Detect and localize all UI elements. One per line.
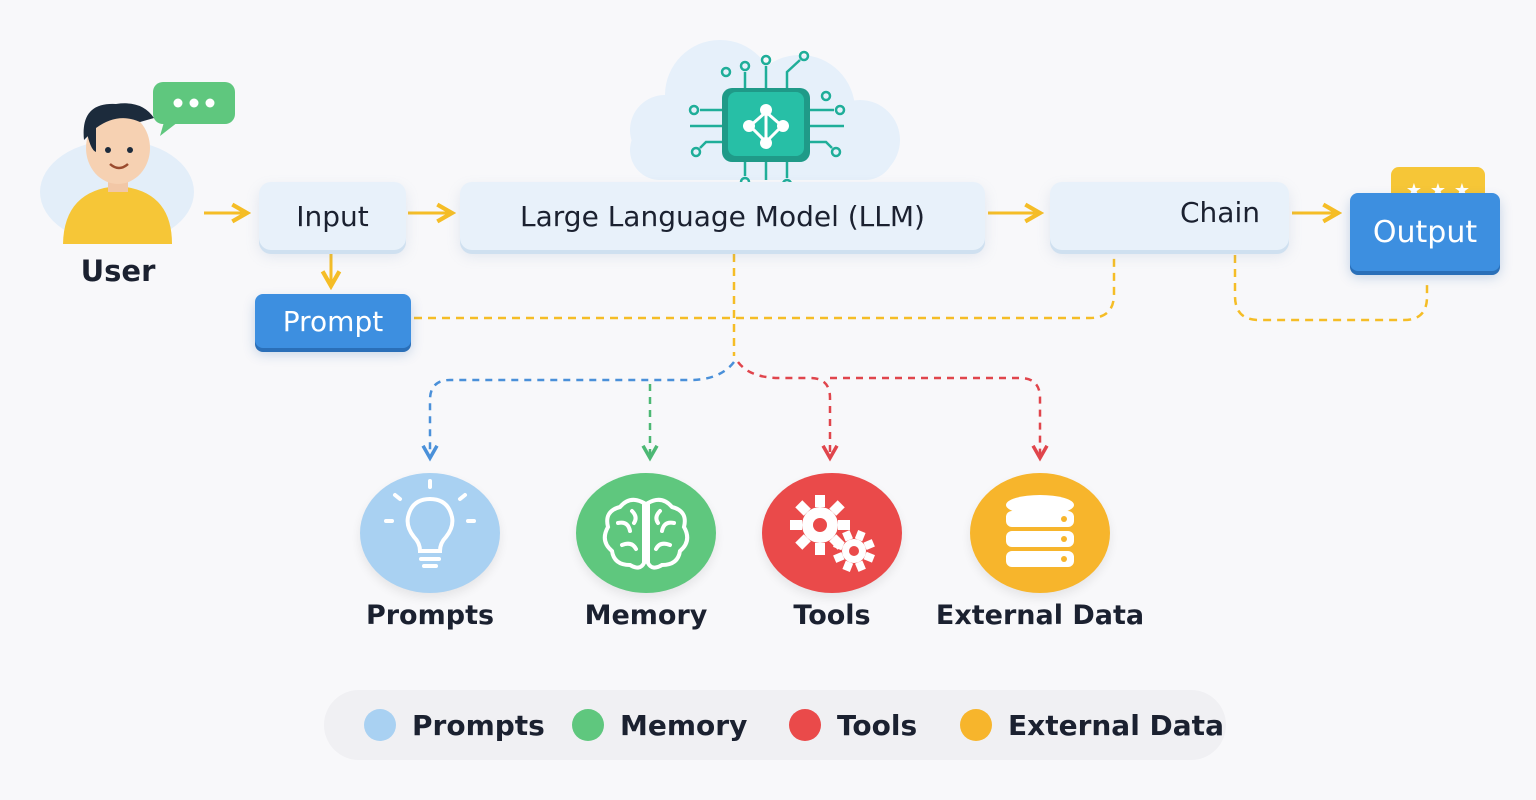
dashed-chain-output <box>1233 255 1429 322</box>
legend: Prompts Memory Tools External Data <box>324 690 1226 760</box>
component-label: Memory <box>584 600 708 631</box>
legend-label: External Data <box>1008 708 1224 742</box>
chain-node: Chain <box>1050 182 1289 250</box>
legend-label: Memory <box>620 708 748 742</box>
user-avatar <box>40 103 194 244</box>
legend-color-dot <box>364 709 396 741</box>
brain-icon <box>602 497 690 570</box>
component-tools <box>762 473 902 593</box>
component-label: External Data <box>935 600 1145 631</box>
prompt-node: Prompt <box>255 294 411 348</box>
legend-item: Tools <box>789 709 917 742</box>
dashed-prompt-chain <box>414 252 1116 320</box>
lightbulb-icon <box>384 479 476 568</box>
legend-label: Prompts <box>412 708 545 742</box>
component-label: Tools <box>793 600 871 631</box>
speech-bubble-icon <box>153 82 235 136</box>
database-icon <box>1006 495 1074 567</box>
chain-label: Chain <box>1180 196 1260 229</box>
legend-item: Prompts <box>364 709 545 742</box>
legend-color-dot <box>960 709 992 741</box>
output-node: Output <box>1350 193 1500 271</box>
component-prompts <box>360 473 500 593</box>
legend-color-dot <box>572 709 604 741</box>
legend-item: Memory <box>572 709 747 742</box>
ai-chip-icon <box>688 50 846 190</box>
component-label: Prompts <box>365 600 495 631</box>
legend-item: External Data <box>960 709 1224 742</box>
gears-icon <box>790 495 875 572</box>
input-node: Input <box>259 182 406 250</box>
legend-color-dot <box>789 709 821 741</box>
llm-node: Large Language Model (LLM) <box>460 182 985 250</box>
branch-tools <box>737 361 830 458</box>
component-external-data <box>970 473 1110 593</box>
user-label: User <box>80 254 156 288</box>
legend-label: Tools <box>837 708 918 742</box>
branch-external-data <box>830 376 1040 458</box>
component-memory <box>576 473 716 593</box>
branch-prompts <box>430 361 735 458</box>
